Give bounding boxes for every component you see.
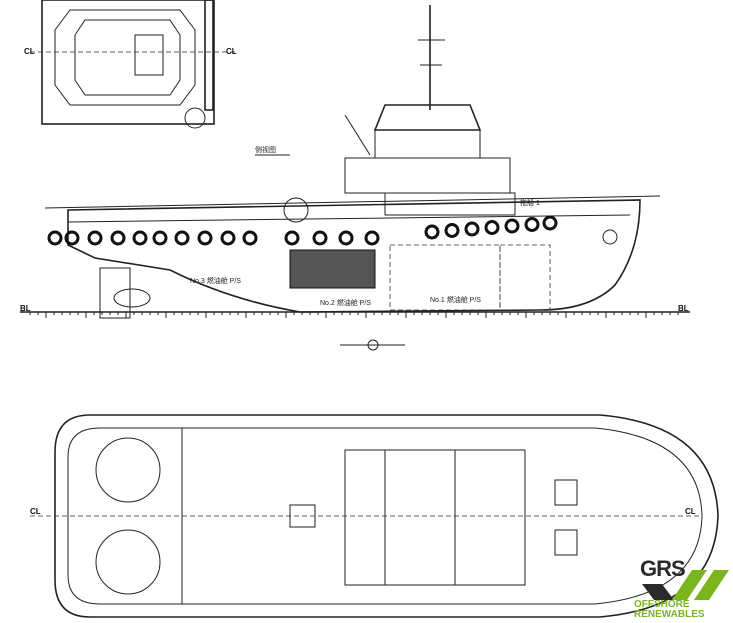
fender — [47, 230, 63, 246]
fender — [64, 230, 80, 246]
centerline-label: CL — [685, 507, 696, 516]
fender — [338, 230, 354, 246]
fender — [524, 217, 540, 232]
baseline-label: BL — [20, 304, 31, 313]
fender — [364, 230, 380, 246]
fenders — [47, 215, 558, 246]
baseline-label: BL — [678, 304, 689, 313]
grs-logo: GRS OFFSHORE RENEWABLES — [632, 556, 733, 623]
fender — [444, 223, 460, 238]
fender — [424, 224, 440, 240]
frame-scale — [29, 312, 679, 318]
fender — [197, 230, 213, 246]
logo-tagline: OFFSHORE RENEWABLES — [634, 599, 705, 620]
fender — [312, 230, 328, 246]
side-view-title: 侧视图 — [255, 145, 276, 154]
side-profile: 侧视图 BL BL No.3 燃油舱 P/S No.2 燃油舱 P/S No.1… — [20, 5, 690, 351]
fender — [504, 218, 520, 234]
deck-plan-detail: CL CL — [24, 0, 238, 129]
fender — [484, 220, 500, 235]
centerline-label: CL — [30, 507, 41, 516]
fender — [220, 230, 236, 246]
fender — [132, 230, 148, 246]
fender — [284, 230, 300, 246]
tank-label: No.3 燃油舱 P/S — [190, 276, 241, 285]
centerline-label: CL — [24, 47, 35, 56]
logo-stripes-icon — [642, 570, 729, 600]
fender — [242, 230, 258, 246]
fender — [464, 221, 480, 237]
centerline-label: CL — [226, 47, 237, 56]
logo-brand: GRS — [640, 556, 686, 581]
fender — [152, 230, 168, 246]
main-deck-plan: CL CL — [30, 414, 719, 618]
tank-label: No.2 燃油舱 P/S — [320, 298, 371, 307]
fender — [542, 215, 558, 231]
fender — [174, 230, 190, 246]
fender — [110, 230, 126, 246]
tank-label: No.1 燃油舱 P/S — [430, 295, 481, 304]
fender — [87, 230, 103, 246]
name-plate: 拖船 1 — [520, 198, 540, 207]
